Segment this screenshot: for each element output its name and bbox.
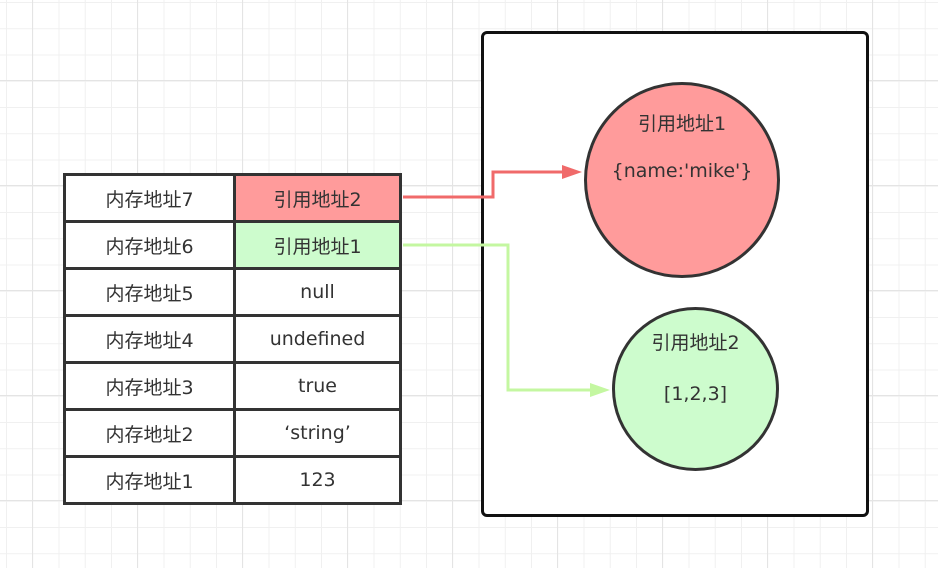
memory-address-cell: 内存地址7 [66,176,236,220]
primitive-value-cell: 123 [236,458,399,502]
heap-array-content: [1,2,3] [663,383,728,405]
arrow-green-head-icon [590,383,610,397]
arrow-green-reference [403,243,610,397]
memory-address-cell: 内存地址2 [66,411,236,455]
primitive-value-cell: ‘string’ [236,411,399,455]
reference-value-cell: 引用地址1 [236,223,399,267]
heap-array-label: 引用地址2 [651,332,740,354]
memory-address-cell: 内存地址5 [66,270,236,314]
arrow-red-head-icon [562,165,582,179]
arrow-red-reference [403,165,582,199]
heap-object-node: 引用地址1 {name:'mike'} [584,82,780,278]
primitive-value-cell: true [236,364,399,408]
heap-array-node: 引用地址2 [1,2,3] [612,307,779,471]
memory-address-cell: 内存地址1 [66,458,236,502]
memory-address-cell: 内存地址6 [66,223,236,267]
arrow-red-line [403,170,565,199]
stack-row-4: 内存地址4 undefined [63,314,402,364]
heap-object-label: 引用地址1 [637,113,727,135]
primitive-value-cell: null [236,270,399,314]
reference-value-cell: 引用地址2 [236,176,399,220]
heap-object-content: {name:'mike'} [611,160,753,182]
stack-row-1: 内存地址1 123 [63,455,402,505]
memory-address-cell: 内存地址3 [66,364,236,408]
memory-address-cell: 内存地址4 [66,317,236,361]
arrow-green-line [403,243,592,392]
stack-table: 内存地址7 引用地址2 内存地址6 引用地址1 内存地址5 null 内存地址4… [63,173,402,505]
primitive-value-cell: undefined [236,317,399,361]
